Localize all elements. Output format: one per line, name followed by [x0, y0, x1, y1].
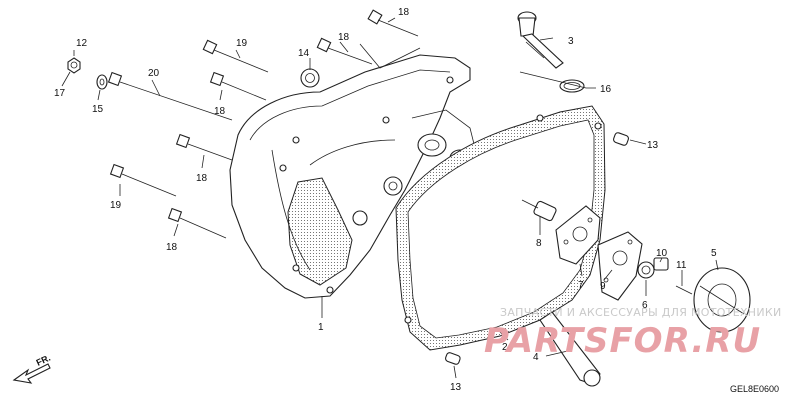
kick-arm-part-4 — [539, 311, 601, 387]
collar-part-10 — [653, 257, 669, 271]
bolt-19-lower — [109, 163, 177, 197]
bolt-mid-top — [316, 37, 373, 65]
right-crankcase-cover — [229, 54, 479, 299]
plate-part-9 — [597, 231, 643, 301]
leader-lines — [61, 17, 719, 379]
callout-labels: 18 3 12 19 18 14 20 17 15 18 16 13 18 19… — [54, 7, 717, 393]
watermark-brand: PARTSFOR.RU — [484, 321, 761, 361]
callout-12: 12 — [76, 38, 88, 49]
callout-5: 5 — [711, 248, 717, 259]
diagram-code: GEL8E0600 — [730, 384, 779, 394]
bolt-part-11 — [675, 285, 693, 295]
callout-18: 18 — [166, 242, 178, 253]
washer — [96, 74, 108, 90]
bolt-top-right — [367, 9, 419, 37]
dowel-pin-bottom — [445, 352, 461, 365]
callout-13: 13 — [647, 140, 659, 151]
callout-20: 20 — [148, 68, 160, 79]
callout-15: 15 — [92, 104, 104, 115]
callout-18: 18 — [338, 32, 350, 43]
callout-18: 18 — [398, 7, 410, 18]
o-ring — [559, 79, 585, 93]
shaft-part-8 — [521, 199, 557, 222]
cover-part-5 — [693, 267, 751, 333]
oil-filler-cap — [517, 11, 564, 69]
oil-seal — [300, 68, 320, 88]
callout-9: 9 — [600, 281, 606, 292]
callout-6: 6 — [642, 300, 648, 311]
seal-part-6 — [637, 261, 655, 279]
callout-16: 16 — [600, 84, 612, 95]
bolt-20-long — [107, 71, 233, 121]
callout-4: 4 — [533, 352, 539, 363]
cover-gasket — [395, 105, 606, 351]
callout-8: 8 — [536, 238, 542, 249]
callout-17: 17 — [54, 88, 66, 99]
bolt-18-d — [175, 133, 233, 161]
callout-18: 18 — [214, 106, 226, 117]
callout-10: 10 — [656, 248, 668, 259]
bolt-18-c — [209, 71, 267, 101]
bolt-19-upper — [202, 39, 269, 73]
dowel-pin-top — [613, 132, 629, 146]
callout-3: 3 — [568, 36, 574, 47]
callout-13: 13 — [450, 382, 462, 393]
callout-19: 19 — [110, 200, 122, 211]
callout-7: 7 — [578, 280, 584, 291]
plate-part-7 — [555, 205, 601, 265]
watermark-caption: ЗАПЧАСТИ И АКСЕССУАРЫ ДЛЯ МОТОТЕХНИКИ — [500, 306, 782, 319]
nut — [67, 57, 81, 74]
callout-19: 19 — [236, 38, 248, 49]
callout-14: 14 — [298, 48, 310, 59]
callout-1: 1 — [318, 322, 324, 333]
callout-11: 11 — [676, 260, 687, 271]
bolt-18-e — [167, 207, 227, 239]
callout-2: 2 — [502, 342, 508, 353]
front-direction-arrow: FR. — [12, 353, 52, 384]
callout-18: 18 — [196, 173, 208, 184]
